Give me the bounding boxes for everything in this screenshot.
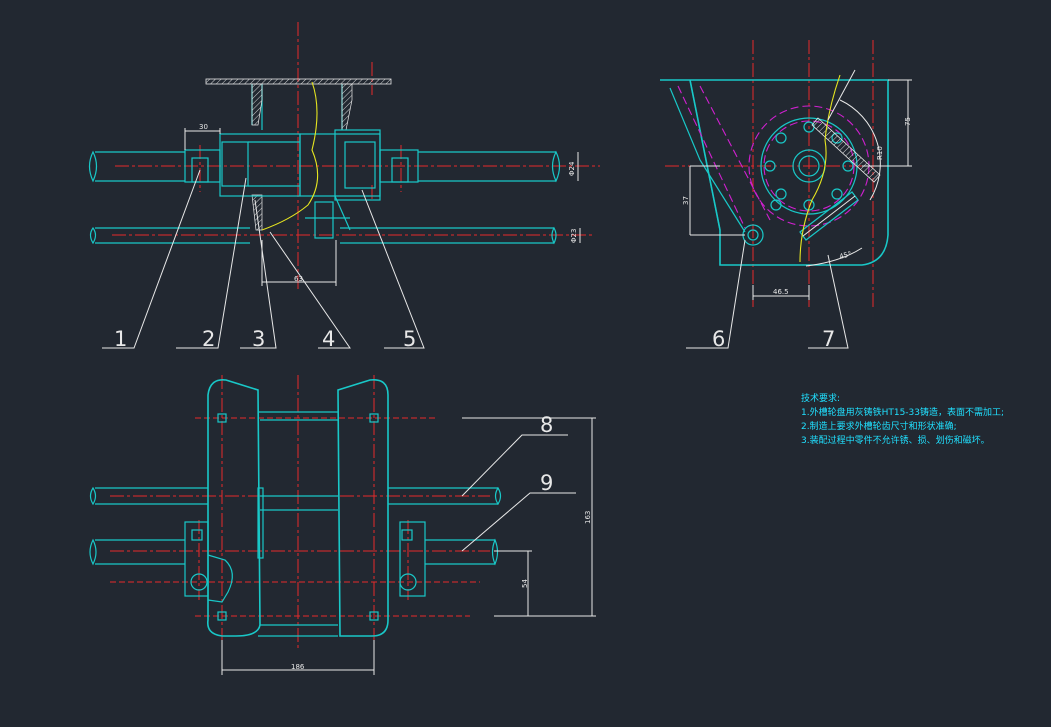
part-label-6: 6 — [712, 327, 725, 351]
dim-r: R10 — [876, 146, 884, 160]
part-label-4: 4 — [322, 327, 335, 351]
part-label-9: 9 — [540, 471, 553, 495]
dim-54: 54 — [521, 579, 529, 588]
notes-title: 技术要求: — [801, 392, 840, 404]
part-label-1: 1 — [114, 327, 127, 351]
dim-37: 37 — [682, 196, 690, 205]
top-view: 186 163 54 8 9 — [89, 375, 596, 675]
dim-dia-lower: Φ23 — [570, 229, 578, 243]
part-label-3: 3 — [252, 327, 265, 351]
part-label-7: 7 — [822, 327, 835, 351]
dim-dia24: Φ24 — [568, 161, 576, 176]
dim-75: 75 — [904, 117, 912, 126]
dim-63: 63 — [294, 275, 303, 283]
part-label-8: 8 — [540, 413, 553, 437]
dim-30: 30 — [199, 123, 208, 131]
notes-line-3: 3.装配过程中零件不允许锈、损、划伤和磁坏。 — [801, 434, 990, 446]
technical-notes: 技术要求: 1.外槽轮盘用灰铸铁HT15-33铸造，表面不需加工; 2.制造上要… — [801, 392, 1004, 446]
notes-line-1: 1.外槽轮盘用灰铸铁HT15-33铸造，表面不需加工; — [801, 406, 1004, 418]
side-view: 75 R10 37 46.5 45° 6 7 — [660, 40, 912, 351]
part-label-2: 2 — [202, 327, 215, 351]
part-label-5: 5 — [403, 327, 416, 351]
dim-186: 186 — [291, 663, 305, 671]
dim-45deg: 45° — [838, 250, 852, 261]
front-view: 30 63 Φ24 Φ23 1 2 3 4 5 — [88, 22, 600, 351]
dim-163: 163 — [584, 511, 592, 524]
dim-46-5: 46.5 — [773, 288, 789, 296]
notes-line-2: 2.制造上要求外槽轮齿尺寸和形状准确; — [801, 420, 957, 432]
